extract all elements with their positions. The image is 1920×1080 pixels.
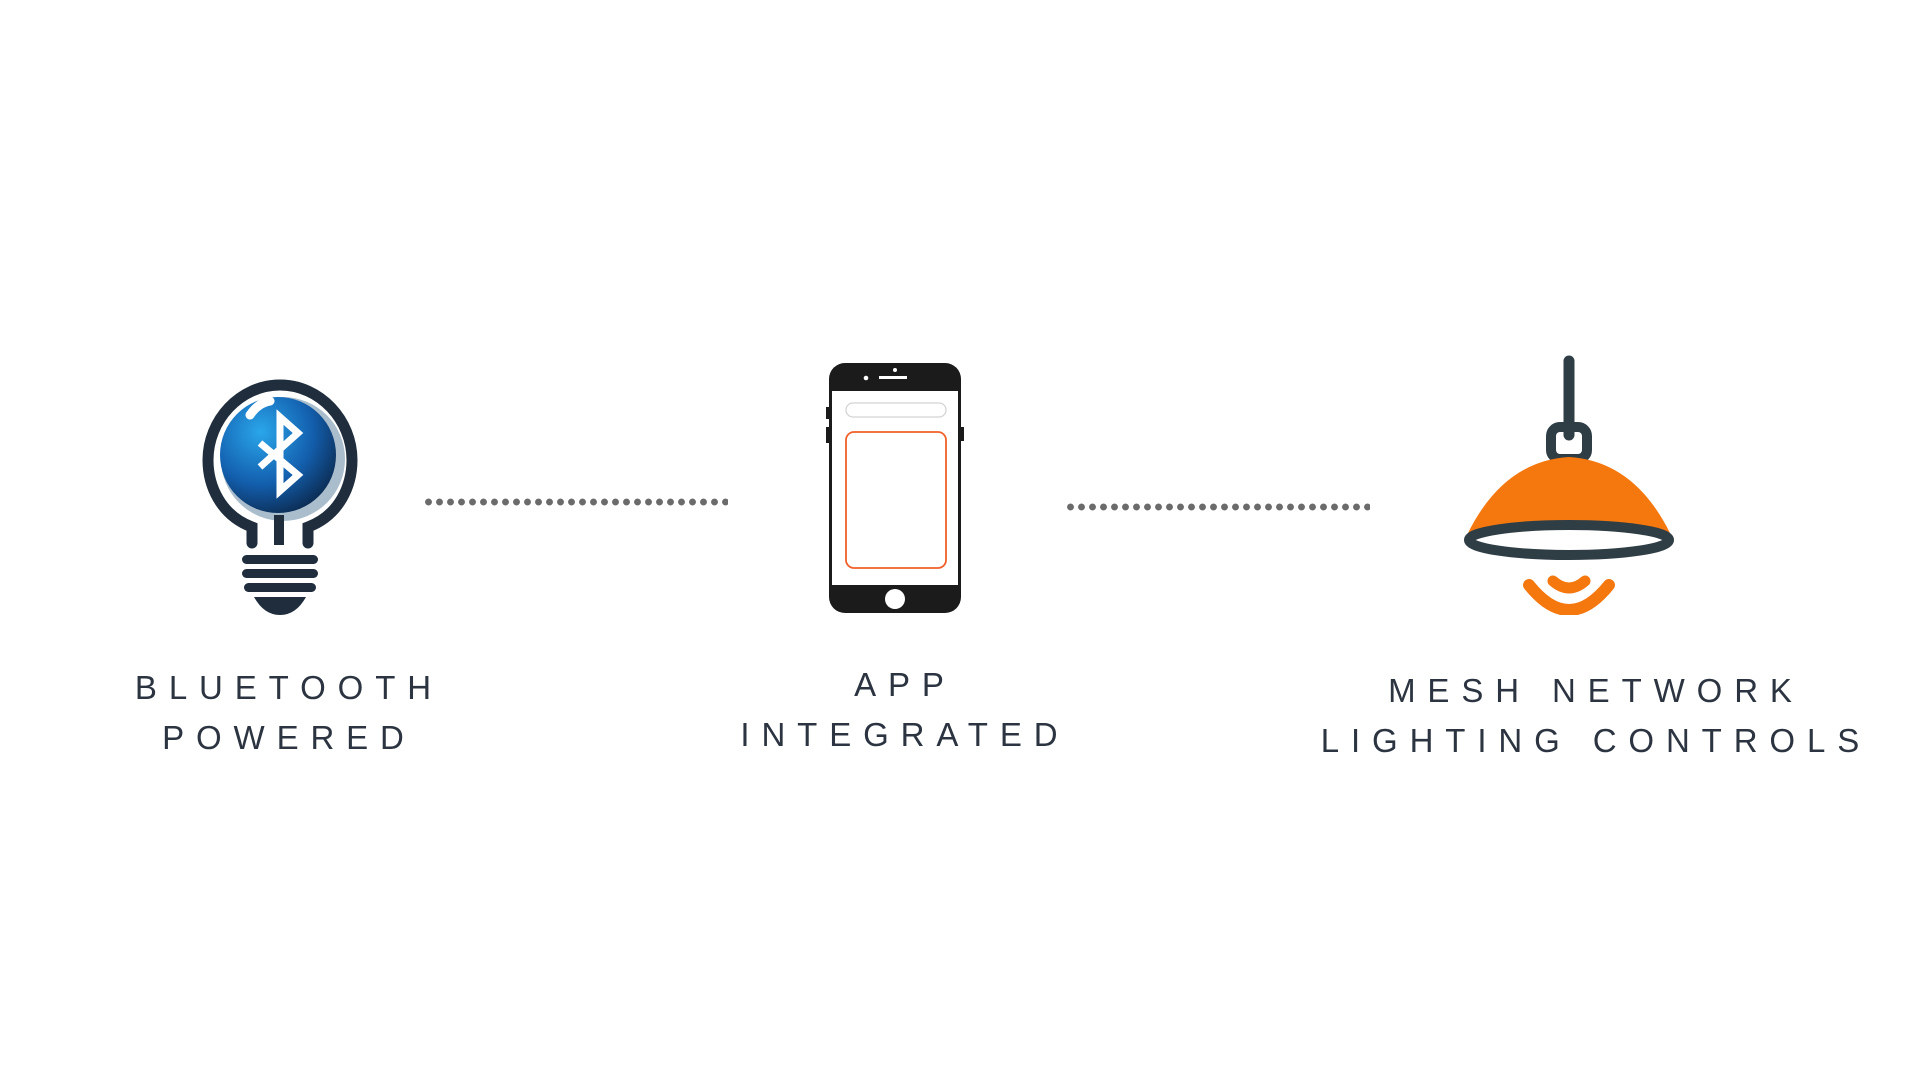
label-app-integrated: APP INTEGRATED <box>729 660 1070 760</box>
pendant-lamp-icon <box>1464 355 1674 615</box>
connector-dots-right <box>1065 503 1370 511</box>
label-line: MESH NETWORK <box>1388 672 1804 709</box>
label-line: BLUETOOTH <box>134 669 443 706</box>
label-line: LIGHTING CONTROLS <box>1320 722 1872 759</box>
bluetooth-bulb-icon <box>202 379 358 615</box>
label-mesh-network-lighting-controls: MESH NETWORK LIGHTING CONTROLS <box>1309 666 1871 766</box>
label-bluetooth-powered: BLUETOOTH POWERED <box>123 663 443 763</box>
label-line: INTEGRATED <box>740 716 1070 753</box>
label-line: APP <box>854 666 956 703</box>
smartphone-icon <box>826 363 964 613</box>
label-line: POWERED <box>162 719 416 756</box>
connector-dots-left <box>423 498 728 506</box>
